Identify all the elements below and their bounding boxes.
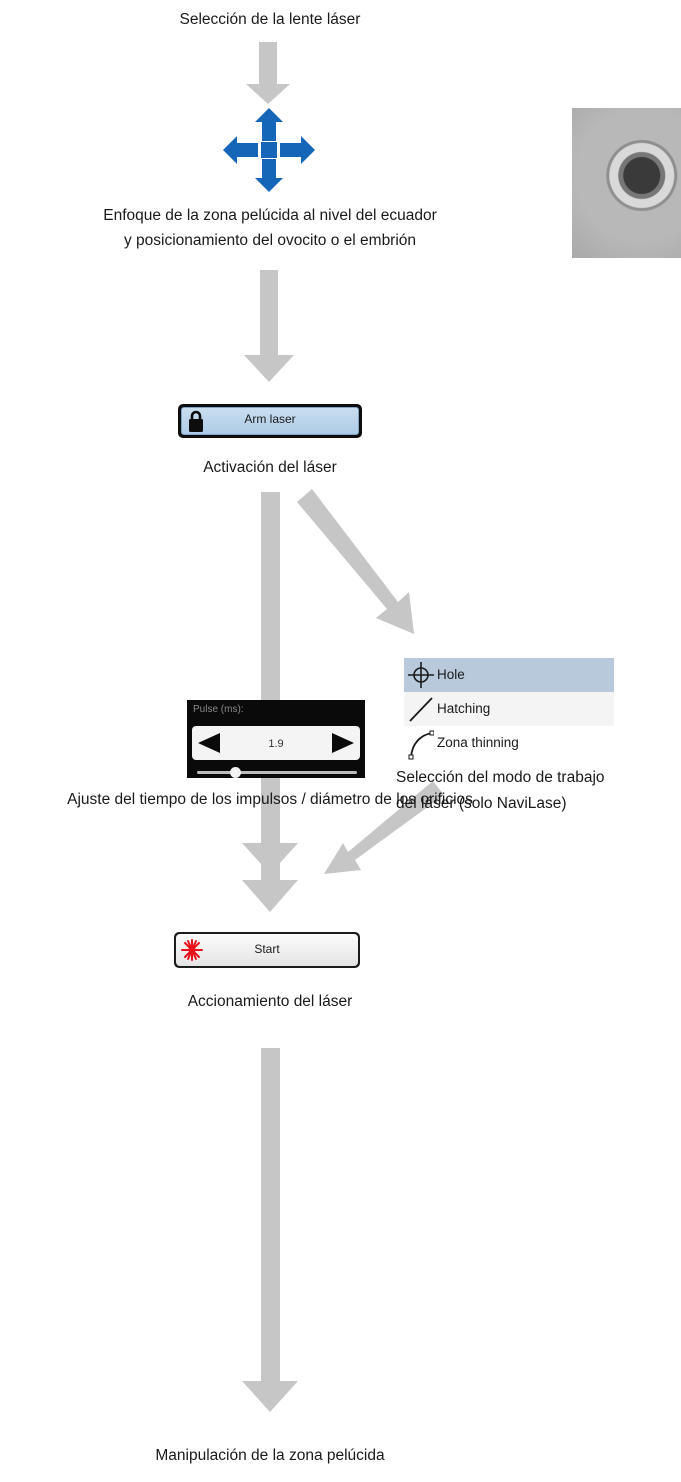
mode-item-hatching[interactable]: Hatching [404, 692, 614, 726]
flow-arrow-6 [242, 824, 298, 912]
pulse-caption: Pulse (ms): [193, 704, 244, 715]
step-mode-line2: del láser (solo NaviLase) [396, 795, 567, 812]
start-label: Start [254, 942, 280, 956]
step-pulse-label: Ajuste del tiempo de los impulsos / diám… [67, 791, 473, 808]
flow-arrow-3 [242, 492, 298, 874]
curve-icon [408, 730, 434, 760]
pulse-slider-track[interactable] [197, 771, 357, 774]
lock-icon [189, 410, 203, 432]
line-icon [409, 697, 433, 722]
mode-zona-thinning-label: Zona thinning [437, 735, 519, 750]
oocyte-photo [572, 108, 681, 258]
step-fire-label: Accionamiento del láser [187, 993, 353, 1010]
flow-arrow-1 [246, 42, 290, 104]
step-lens-label: Selección de la lente láser [179, 11, 361, 28]
mode-hatching-label: Hatching [437, 701, 491, 716]
step-focus-line2: y posicionamiento del ovocito o el embri… [123, 232, 417, 249]
increase-arrow-icon[interactable] [332, 733, 354, 753]
start-button[interactable]: Start [174, 932, 360, 968]
flow-arrow-2 [244, 270, 294, 382]
arm-laser-label: Arm laser [244, 412, 296, 426]
step-focus-line1: Enfoque de la zona pelúcida al nivel del… [103, 207, 437, 224]
mode-menu: Hole Hatching Zona thinning [404, 658, 614, 760]
mode-item-zona-thinning[interactable]: Zona thinning [404, 726, 614, 760]
step-manipulation-label: Manipulación de la zona pelúcida [155, 1447, 385, 1464]
pulse-value-box: 1.9 [192, 726, 360, 760]
crosshair-icon [408, 662, 434, 688]
pulse-value: 1.9 [268, 738, 284, 750]
flow-arrow-7 [242, 1048, 298, 1412]
move-arrows-icon[interactable] [223, 108, 315, 192]
step-mode-line1: Selección del modo de trabajo [396, 769, 605, 786]
flow-arrow-5 [324, 781, 444, 874]
flow-arrow-4 [297, 489, 414, 634]
mode-hole-label: Hole [437, 667, 465, 682]
mode-item-hole[interactable]: Hole [404, 658, 614, 692]
laser-burst-icon [181, 939, 203, 961]
pulse-slider-knob[interactable] [229, 767, 241, 778]
pulse-control: Pulse (ms): 1.9 [187, 700, 365, 778]
decrease-arrow-icon[interactable] [198, 733, 220, 753]
step-activation-label: Activación del láser [203, 459, 337, 476]
arm-laser-button[interactable]: Arm laser [178, 404, 362, 438]
